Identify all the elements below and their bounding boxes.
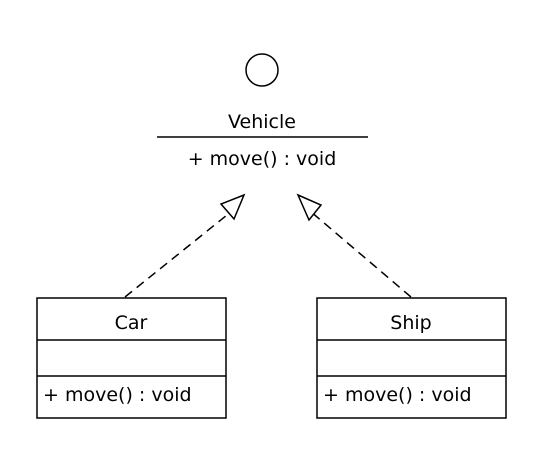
interface-name: Vehicle (228, 111, 296, 133)
dashed-realization-line (309, 210, 412, 298)
class-name: Car (115, 312, 148, 334)
class-name: Ship (390, 312, 431, 334)
class-box-border (316, 297, 507, 419)
interface-operation: + move() : void (188, 148, 337, 170)
class-operation: + move() : void (43, 384, 192, 406)
class-box-border (36, 297, 227, 419)
realization-arrow-car (124, 193, 246, 298)
hollow-triangle-arrowhead-icon (219, 193, 246, 221)
class-box-ship: Ship + move() : void (316, 297, 507, 419)
class-operation: + move() : void (323, 384, 472, 406)
interface-vehicle: Vehicle + move() : void (157, 53, 368, 170)
interface-lollipop-icon (245, 53, 279, 87)
realization-arrow-ship (296, 193, 412, 298)
dashed-realization-line (124, 210, 233, 298)
hollow-triangle-arrowhead-icon (296, 193, 323, 222)
class-box-car: Car + move() : void (36, 297, 227, 419)
